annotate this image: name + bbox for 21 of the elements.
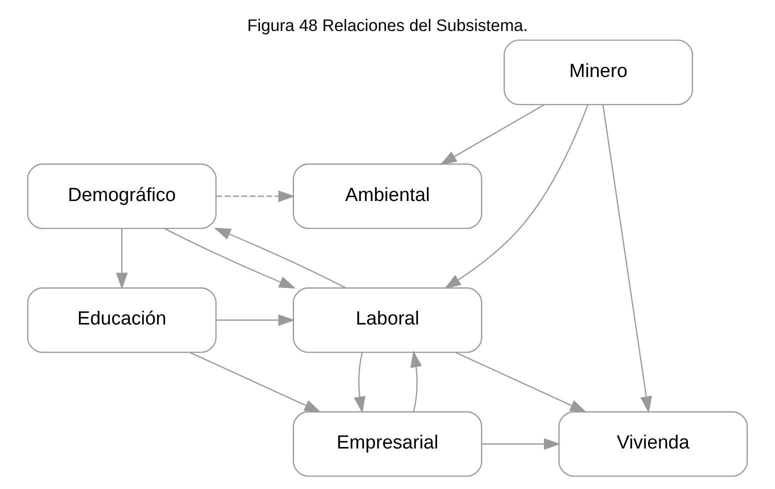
- node-box: Minero: [504, 40, 694, 106]
- arrow: [482, 438, 561, 450]
- node-box: Educación: [27, 287, 217, 353]
- arrow: [444, 104, 588, 289]
- arrow: [164, 228, 296, 289]
- node-box: Vivienda: [558, 411, 748, 477]
- node-box: Demográfico: [27, 164, 217, 230]
- arrow: [116, 228, 128, 290]
- arrow: [440, 104, 545, 165]
- arrow: [216, 314, 295, 326]
- arrow: [354, 352, 366, 414]
- arrow: [410, 350, 422, 412]
- arrow: [454, 352, 587, 412]
- diagram-title: Figura 48 Relaciones del Subsistema.: [247, 16, 528, 35]
- arrow: [214, 228, 346, 288]
- node-box: Laboral: [292, 287, 482, 353]
- arrow: [602, 104, 652, 414]
- arrow: [216, 190, 295, 202]
- arrow: [189, 352, 322, 412]
- node-box: Empresarial: [292, 411, 482, 477]
- node-box: Ambiental: [292, 164, 482, 230]
